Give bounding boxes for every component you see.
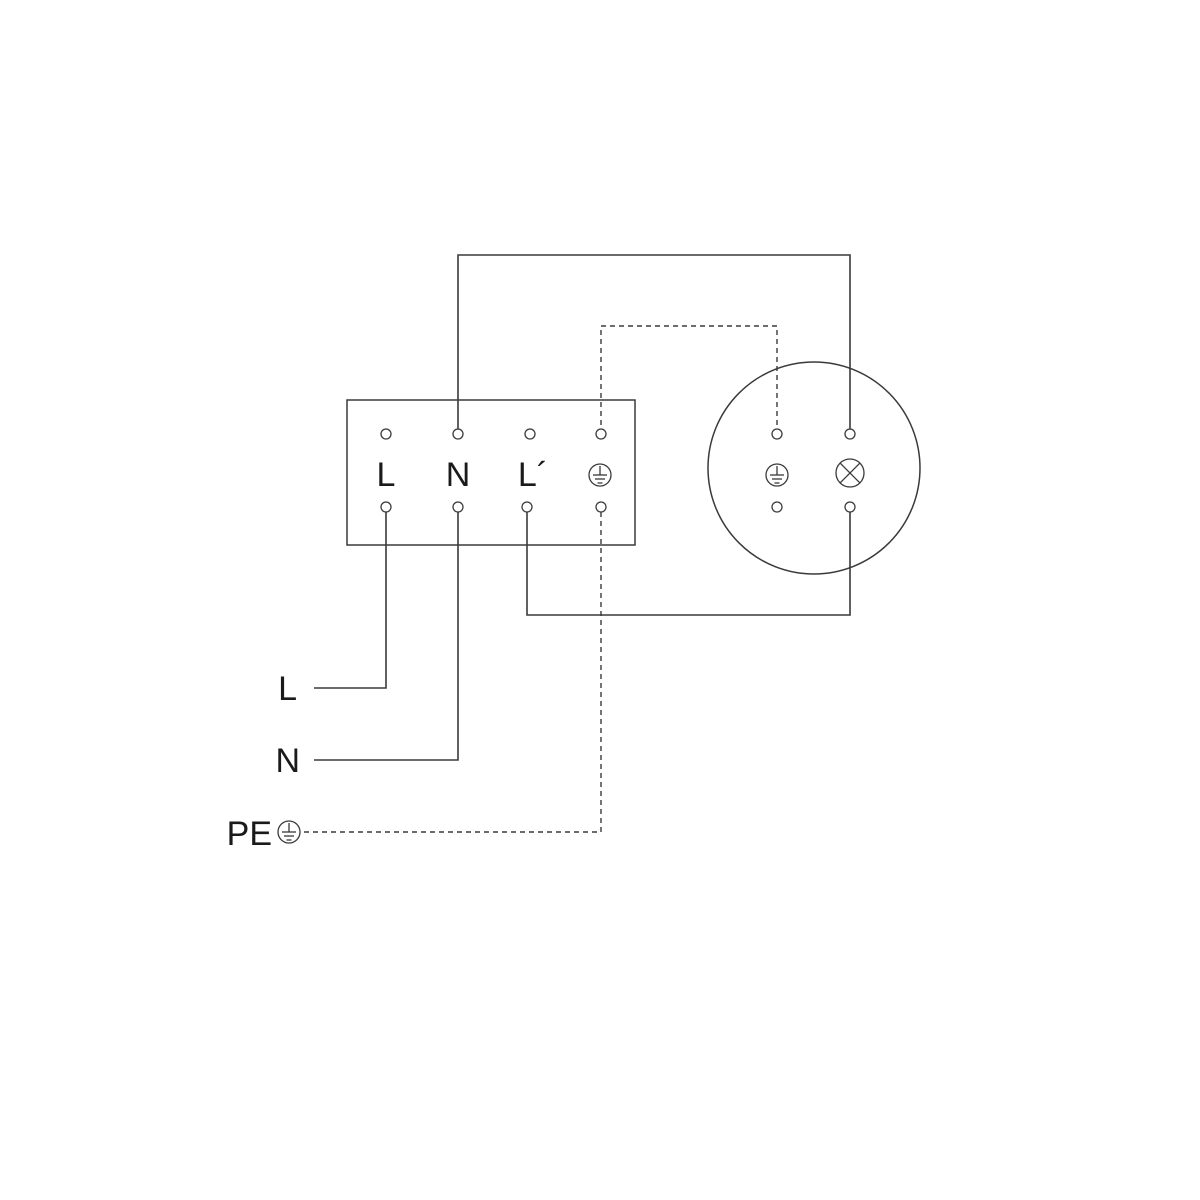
wire-n-to-lamp bbox=[457, 254, 851, 434]
wire-lprime-to-lamp bbox=[526, 507, 851, 616]
earth-ground-icon bbox=[765, 463, 789, 487]
supply-label-l: L bbox=[278, 670, 297, 708]
terminal-lprime-top bbox=[524, 428, 536, 440]
terminal-lprime-bottom bbox=[521, 501, 533, 513]
terminal-label-l: L bbox=[377, 456, 396, 494]
terminal-label-lprime: L´ bbox=[518, 456, 548, 494]
terminal-l-top bbox=[380, 428, 392, 440]
terminal-l-bottom bbox=[380, 501, 392, 513]
wire-supply-n bbox=[314, 507, 459, 761]
wire-pe-to-lamp bbox=[600, 325, 778, 434]
earth-ground-icon bbox=[277, 820, 301, 844]
lamp-icon bbox=[835, 458, 865, 488]
terminal-n-bottom bbox=[452, 501, 464, 513]
luminaire-housing bbox=[707, 361, 921, 575]
terminal-block bbox=[346, 399, 636, 546]
earth-ground-icon bbox=[588, 463, 612, 487]
terminal-label-n: N bbox=[446, 456, 471, 494]
supply-label-pe: PE bbox=[227, 815, 272, 853]
wire-supply-pe bbox=[304, 507, 602, 833]
lamp-terminal-phase-bottom bbox=[844, 501, 856, 513]
supply-label-n: N bbox=[275, 742, 300, 780]
terminal-pe-bottom bbox=[595, 501, 607, 513]
lamp-terminal-pe-top bbox=[771, 428, 783, 440]
terminal-n-top bbox=[452, 428, 464, 440]
terminal-pe-top bbox=[595, 428, 607, 440]
lamp-terminal-phase-top bbox=[844, 428, 856, 440]
wire-supply-l bbox=[314, 507, 387, 689]
lamp-terminal-pe-bottom bbox=[771, 501, 783, 513]
